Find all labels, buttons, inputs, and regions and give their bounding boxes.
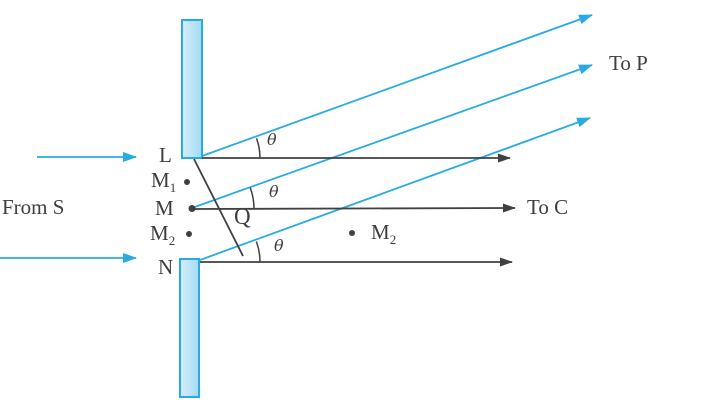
bottom-barrier xyxy=(179,258,200,398)
diffracted-ray-from-L xyxy=(201,14,593,157)
label-point-L: L xyxy=(159,143,172,167)
angle-arc-bottom xyxy=(255,241,261,263)
angle-arc-top xyxy=(255,137,261,159)
label-point-Q: Q xyxy=(234,204,251,229)
label-to-p: To P xyxy=(609,51,648,75)
label-point-M1: M1 xyxy=(151,168,177,196)
point-dot-M1 xyxy=(184,179,190,185)
wavefront-line-LQ xyxy=(193,158,244,257)
point-dot-M2 xyxy=(186,231,192,237)
straight-ray-from-M xyxy=(191,203,516,213)
top-barrier xyxy=(181,19,203,159)
label-point-M2-right: M2 xyxy=(371,220,397,248)
label-theta-middle: θ xyxy=(269,182,279,201)
label-theta-bottom: θ xyxy=(274,236,284,255)
label-point-M: M xyxy=(155,196,174,220)
label-point-M2: M2 xyxy=(150,221,176,249)
label-point-N: N xyxy=(158,255,174,279)
angle-arc-middle xyxy=(249,187,255,210)
point-dot-M2-right xyxy=(349,230,355,236)
point-dot-M xyxy=(188,205,196,212)
diffracted-ray-from-M xyxy=(191,64,593,209)
label-theta-top: θ xyxy=(267,130,277,149)
diffracted-ray-from-N xyxy=(199,117,591,261)
label-from-s: From S xyxy=(2,195,65,219)
label-to-c: To C xyxy=(527,195,569,219)
